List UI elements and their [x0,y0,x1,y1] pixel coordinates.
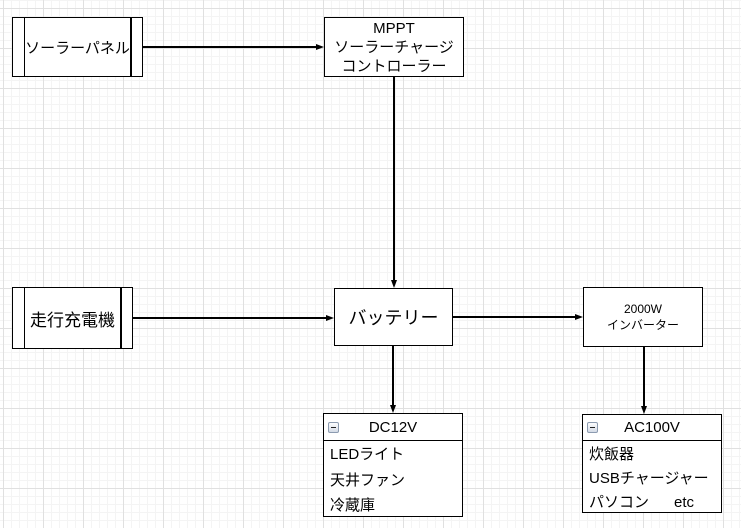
arrowhead-right-icon [316,44,324,50]
arrowhead-down-icon [390,405,396,413]
list-item: 炊飯器 [589,445,635,463]
arrowhead-down-icon [391,280,397,288]
node-drive-charger[interactable]: 走行充電機 [12,287,133,349]
connector-line [392,346,394,406]
list-item: パソコン etc [589,494,695,512]
node-dc12v-list[interactable]: DC12V LEDライト 天井ファン 冷蔵庫 [323,413,463,517]
connector-line [393,77,395,281]
node-mppt-controller[interactable]: MPPT ソーラーチャージ コントローラー [324,17,464,77]
connector-line [133,317,327,319]
list-item: 天井ファン [330,471,406,489]
connector-line [643,347,645,407]
process-side-bar [23,18,25,76]
connector-line [453,316,576,318]
collapse-minus-icon[interactable] [587,422,598,433]
node-label-line: コントローラー [341,57,447,75]
list-header: DC12V [324,414,462,441]
node-label-line: MPPT [373,19,415,37]
node-label-line: インバーター [606,318,679,332]
list-item: LEDライト [330,446,405,464]
node-label: バッテリー [348,308,439,328]
process-side-bar [120,288,122,348]
node-solar-panel[interactable]: ソーラーパネル [12,17,143,77]
node-label: ソーラーパネル [25,39,130,57]
node-label-line: 2000W [623,302,663,316]
arrowhead-down-icon [641,406,647,414]
list-item: 冷蔵庫 [330,497,376,515]
list-item: USBチャージャー [589,469,709,487]
node-battery[interactable]: バッテリー [334,288,453,346]
node-ac100v-list[interactable]: AC100V 炊飯器 USBチャージャー パソコン etc [582,414,722,513]
node-label-line: ソーラーチャージ [334,38,454,56]
node-label: 走行充電機 [30,310,115,330]
list-title: DC12V [368,418,418,436]
process-side-bar [130,18,132,76]
process-side-bar [23,288,25,348]
arrowhead-right-icon [326,315,334,321]
connector-line [143,46,317,48]
list-title: AC100V [624,419,680,436]
collapse-minus-icon[interactable] [328,421,339,433]
node-inverter[interactable]: 2000W インバーター [583,287,703,347]
list-header: AC100V [583,415,721,441]
arrowhead-right-icon [575,314,583,320]
